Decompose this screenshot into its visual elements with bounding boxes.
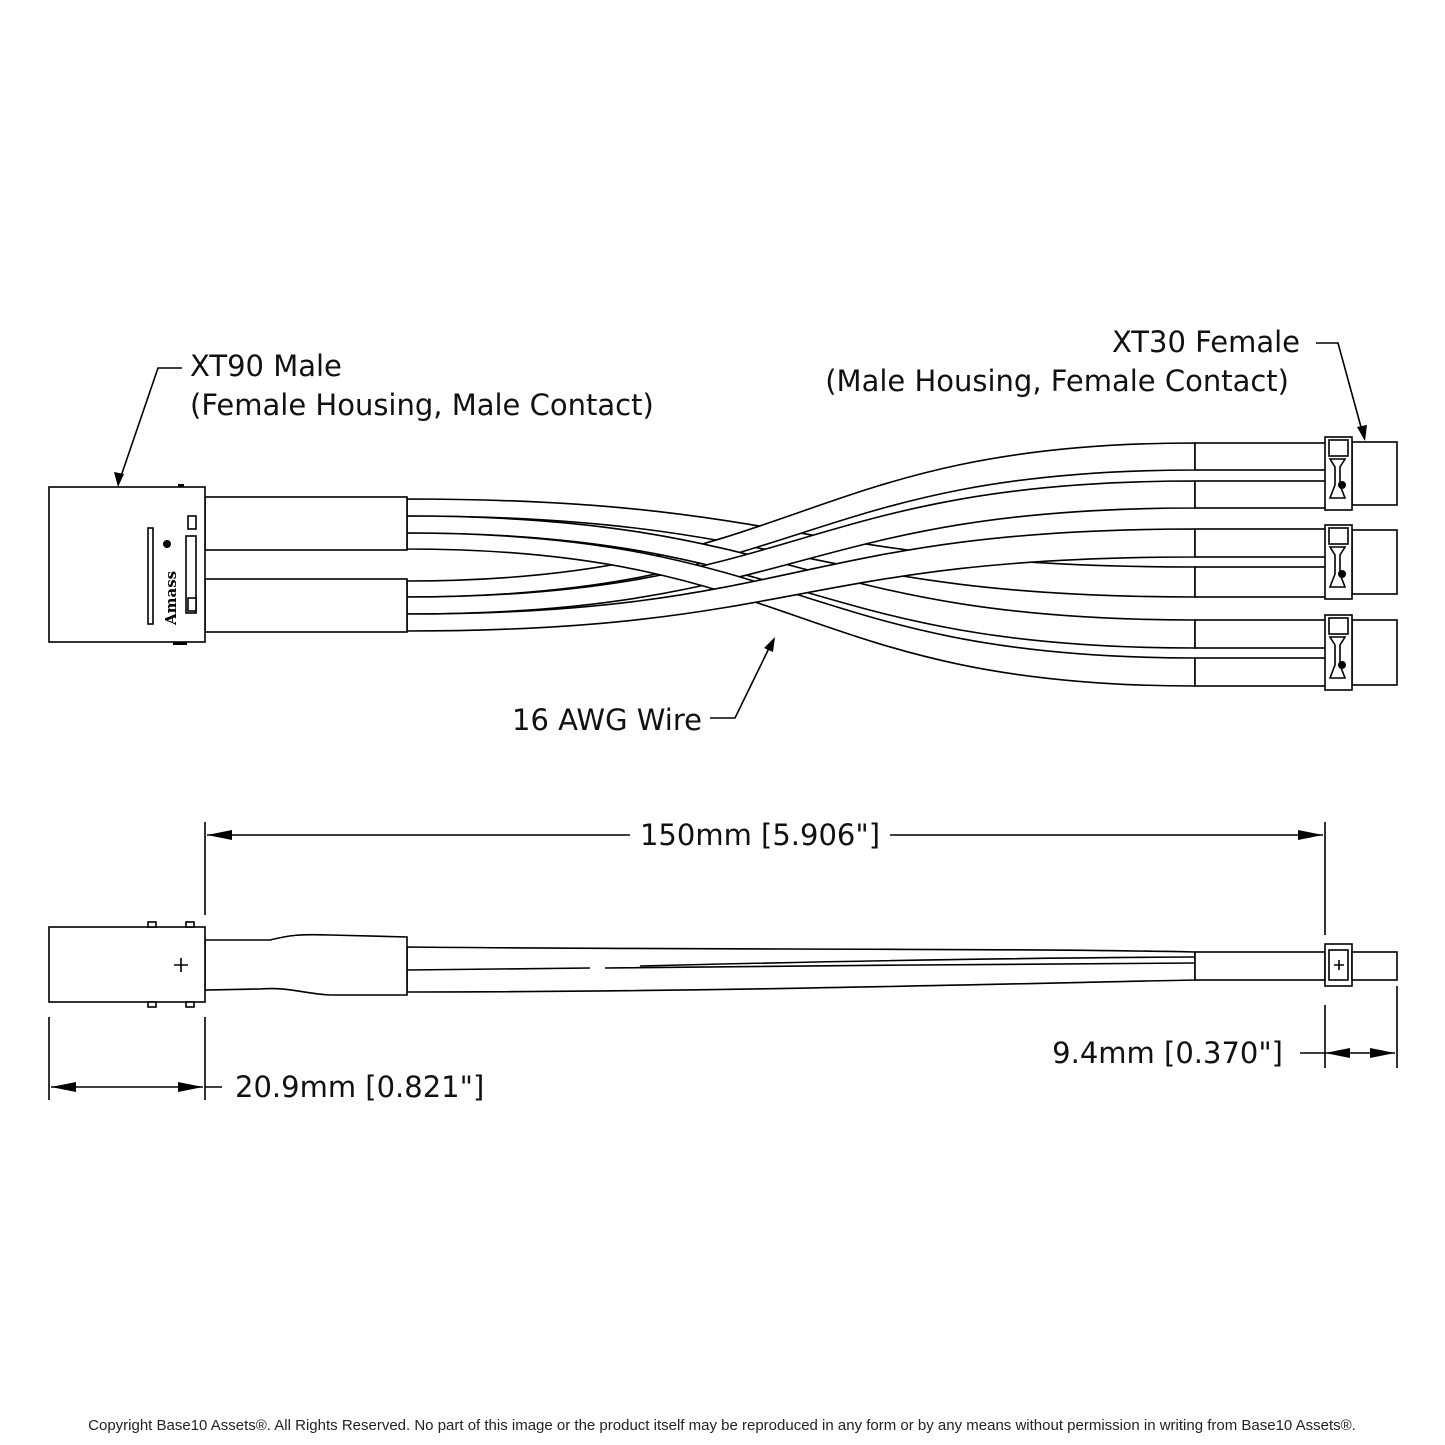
xt90-connector: Amass [48, 484, 206, 645]
heat-shrink-right [1194, 619, 1331, 649]
heat-shrink-right [1194, 657, 1331, 687]
overall-length-dimension: 150mm [5.906"] [640, 818, 880, 852]
heat-shrink-right [1194, 480, 1331, 509]
wire-leader [710, 639, 774, 719]
registered-mark-icon [163, 540, 171, 548]
copyright-footer: Copyright Base10 Assets®. All Rights Res… [88, 1417, 1356, 1434]
heat-shrink-side-right [1194, 951, 1326, 981]
xt90-length-dimension: 20.9mm [0.821"] [235, 1070, 484, 1104]
xt30-leader [1316, 342, 1365, 439]
arrowhead-icon [1357, 425, 1367, 441]
xt90-subtitle: (Female Housing, Male Contact) [190, 388, 654, 422]
heat-shrink-right [1194, 528, 1331, 558]
xt30-subtitle: (Male Housing, Female Contact) [825, 364, 1289, 398]
xt90-title: XT90 Male [190, 349, 342, 383]
xt30-title: XT30 Female [1112, 325, 1300, 359]
xt30-connector [1324, 614, 1398, 691]
xt30-length-dimension: 9.4mm [0.370"] [1052, 1036, 1283, 1070]
wire-bundle [406, 442, 1196, 687]
side-view [48, 921, 1398, 1008]
plus-polarity-icon [174, 958, 188, 972]
arrowhead-icon [114, 472, 124, 487]
xt30-connectors [1194, 436, 1398, 691]
heat-shrink-left-lower [204, 578, 408, 633]
arrowhead-icon [764, 637, 775, 652]
heat-shrink-left-upper [204, 496, 408, 551]
plus-polarity-icon [1334, 960, 1344, 970]
xt90-leader [117, 367, 182, 486]
amass-logo: Amass [162, 571, 180, 626]
dimension-lines [48, 822, 1398, 1100]
wire-label: 16 AWG Wire [512, 703, 702, 737]
xt30-connector [1324, 436, 1398, 511]
heat-shrink-right [1194, 442, 1331, 471]
xt30-connector [1324, 524, 1398, 600]
heat-shrink-side [204, 933, 408, 996]
xt90-side [48, 926, 206, 1003]
heat-shrink-right [1194, 566, 1331, 598]
